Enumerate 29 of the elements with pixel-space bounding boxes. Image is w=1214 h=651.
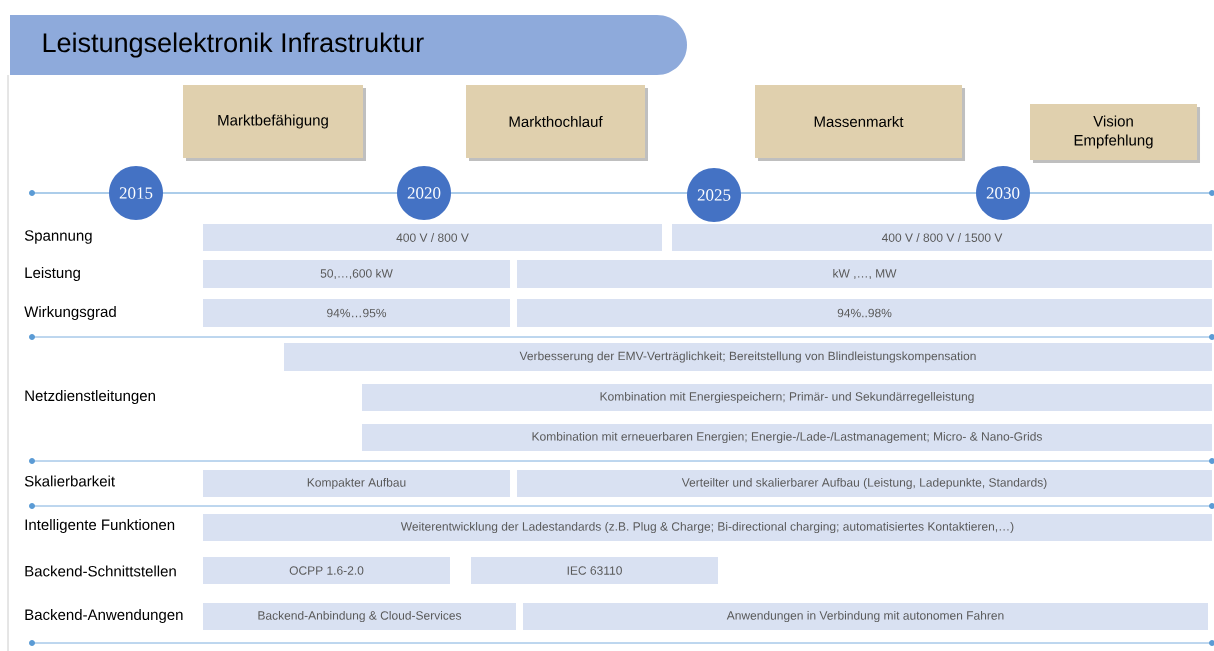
- row-label: Backend-Anwendungen: [25, 609, 183, 623]
- timeline-bar: 400 V / 800 V: [203, 224, 662, 251]
- timeline-bar: Kombination mit Energiespeichern; Primär- und Sekundärregelleistung: [362, 384, 1212, 411]
- timeline-bar: Kompakter Aufbau: [203, 470, 510, 497]
- row-label: Intelligente Funktionen: [25, 519, 175, 533]
- timeline-bar: 94%…95%: [203, 299, 510, 327]
- phase-box: Vision Empfehlung: [1030, 104, 1200, 163]
- phase-box: Markthochlauf: [466, 85, 648, 161]
- timeline-bar: Kombination mit erneuerbaren Energien; Energie-/Lade-/Lastmanagement; Micro- & Nano-Grids: [362, 424, 1212, 451]
- timeline-bar: 50,…,600 kW: [203, 260, 510, 288]
- row-label: Skalierbarkeit: [24, 475, 115, 487]
- title-banner: Leistungselektronik Infrastruktur: [10, 15, 687, 75]
- phase-box: Massenmarkt: [755, 85, 965, 161]
- phase-box: Marktbefähigung: [183, 85, 366, 161]
- timeline-bar: kW ,…, MW: [517, 260, 1212, 288]
- row-label: Backend-Schnittstellen: [25, 565, 176, 577]
- timeline-bar: Weiterentwicklung der Ladestandards (z.B. Plug & Charge; Bi-directional charging; automatisiertes Kontaktieren,…): [203, 514, 1212, 541]
- timeline-bar: OCPP 1.6-2.0: [203, 557, 450, 584]
- timeline-bar: IEC 63110: [471, 557, 718, 584]
- timeline-bar: 94%..98%: [517, 299, 1212, 327]
- row-label: Spannung: [24, 230, 92, 244]
- row-label: Wirkungsgrad: [24, 306, 116, 320]
- timeline-bar: Verbesserung der EMV-Verträglichkeit; Bereitstellung von Blindleistungskompensation: [284, 343, 1212, 371]
- timeline-bar: Backend-Anbindung & Cloud-Services: [203, 603, 516, 630]
- row-label: Leistung: [25, 267, 80, 281]
- timeline-bar: Verteilter und skalierbarer Aufbau (Leistung, Ladepunkte, Standards): [517, 470, 1212, 497]
- timeline-bar: Anwendungen in Verbindung mit autonomen Fahren: [523, 603, 1208, 630]
- row-label: Netzdienstleitungen: [25, 390, 155, 404]
- timeline-bar: 400 V / 800 V / 1500 V: [672, 224, 1212, 251]
